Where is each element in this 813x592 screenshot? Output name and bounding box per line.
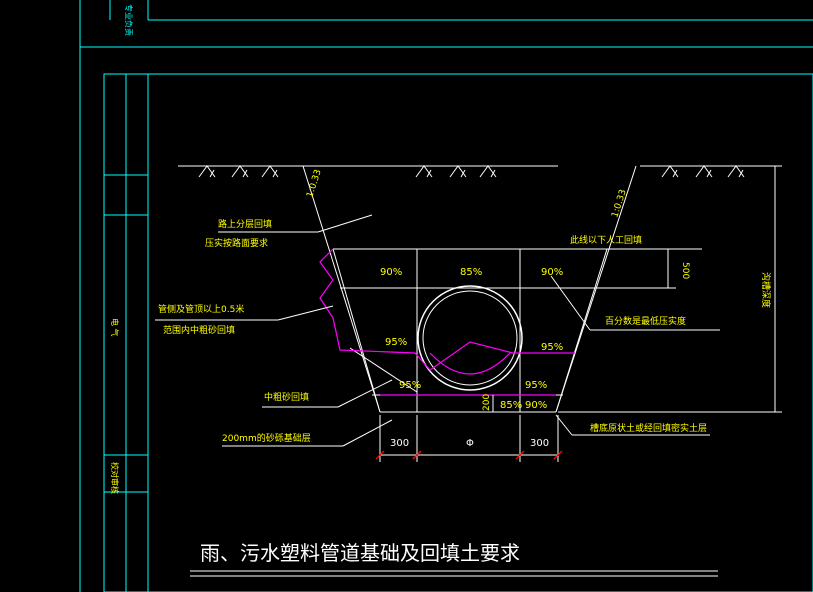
compaction-low-left: 95% <box>399 380 421 391</box>
dim-200-label: 200 <box>482 394 492 411</box>
pipe-top-label-2: 范围内中粗砂回填 <box>163 324 235 336</box>
top-tag-text: 专业负责 <box>124 4 134 36</box>
manual-compact-label: 百分数是最低压实度 <box>605 315 686 327</box>
dim-right-value: 300 <box>530 438 549 449</box>
electrical-text: 电 气 <box>110 318 120 337</box>
manual-backfill-label: 此线以下人工回填 <box>570 234 642 246</box>
layered-backfill-label-1: 路上分层回填 <box>218 218 272 230</box>
leader-lines <box>155 214 720 447</box>
sand-fill-label: 中粗砂回填 <box>264 391 309 403</box>
dim-500-label: 500 <box>680 262 690 279</box>
drawing-frame <box>79 0 813 592</box>
trench-outline <box>302 165 702 413</box>
compaction-bottom-right: 90% <box>525 400 547 411</box>
title-underline <box>190 570 718 577</box>
compaction-upper-right: 90% <box>541 267 563 278</box>
trench-depth-label: 沟槽深度 <box>760 272 772 308</box>
pipe-top-label-1: 管侧及管顶以上0.5米 <box>158 303 244 315</box>
compaction-bottom-mid: 85% <box>500 400 522 411</box>
compaction-upper-left: 90% <box>380 267 402 278</box>
dim-left-value: 300 <box>390 438 409 449</box>
pipe <box>417 285 523 391</box>
sand-bed-label: 200mm的砂砾基础层 <box>222 432 311 444</box>
slope-right-label: 1:0.33 <box>610 188 628 218</box>
compaction-upper-mid: 85% <box>460 267 482 278</box>
layered-backfill-label-2: 压实按路面要求 <box>205 237 268 249</box>
dimension-lines <box>379 165 782 462</box>
dim-pipe-value: Φ <box>466 438 474 449</box>
dimension-ticks <box>375 450 563 460</box>
ground-surface <box>178 165 775 178</box>
magenta-zone-lines <box>319 248 575 396</box>
compaction-mid-left: 95% <box>385 337 407 348</box>
compaction-mid-right: 95% <box>541 342 563 353</box>
bottom-tag-text: 校对审核 <box>110 462 120 494</box>
drawing-title: 雨、污水塑料管道基础及回填土要求 <box>200 541 520 565</box>
trench-bottom-label: 槽底原状土或经回填密实土层 <box>590 422 707 434</box>
compaction-low-right: 95% <box>525 380 547 391</box>
